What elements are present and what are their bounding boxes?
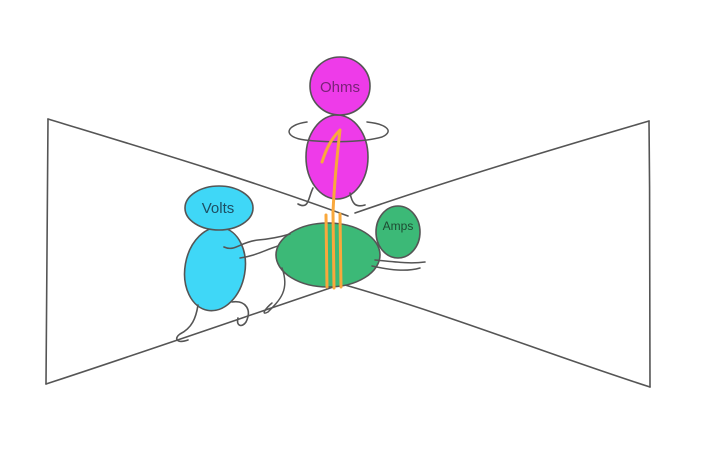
ohms-right-leg <box>349 192 366 207</box>
stripe-3 <box>338 212 343 289</box>
amps-tail-2 <box>371 265 421 271</box>
volts-back-leg <box>175 304 199 343</box>
amps-head <box>375 205 421 259</box>
volts-character: Volts <box>175 185 291 343</box>
volts-front-leg <box>231 300 250 327</box>
volts-arm <box>223 233 291 250</box>
ohms-belt-ring <box>288 121 389 143</box>
ohms-label: Ohms <box>320 79 360 96</box>
pipe-right-bottom-edge <box>344 284 651 388</box>
stripe-2 <box>331 211 336 290</box>
amps-character: Amps <box>263 205 426 314</box>
pipe-right-top-edge <box>354 120 650 214</box>
volts-head <box>184 185 254 231</box>
pipe-left-top-edge <box>47 118 349 217</box>
volts-label: Volts <box>202 200 235 217</box>
resistance-stripes <box>320 128 343 290</box>
volts-arm-lower <box>239 245 279 259</box>
ohms-squeeze-arm <box>320 128 342 214</box>
amps-label: Amps <box>383 219 414 233</box>
pipe-left-end <box>45 118 49 385</box>
stripe-1 <box>324 213 329 289</box>
pipe-left-bottom-edge <box>45 282 346 385</box>
amps-back-leg <box>263 267 286 314</box>
amps-tail-1 <box>374 259 426 264</box>
ohms-left-leg <box>297 187 314 207</box>
pipe-right-end <box>648 120 651 388</box>
ohms-head <box>309 56 371 116</box>
